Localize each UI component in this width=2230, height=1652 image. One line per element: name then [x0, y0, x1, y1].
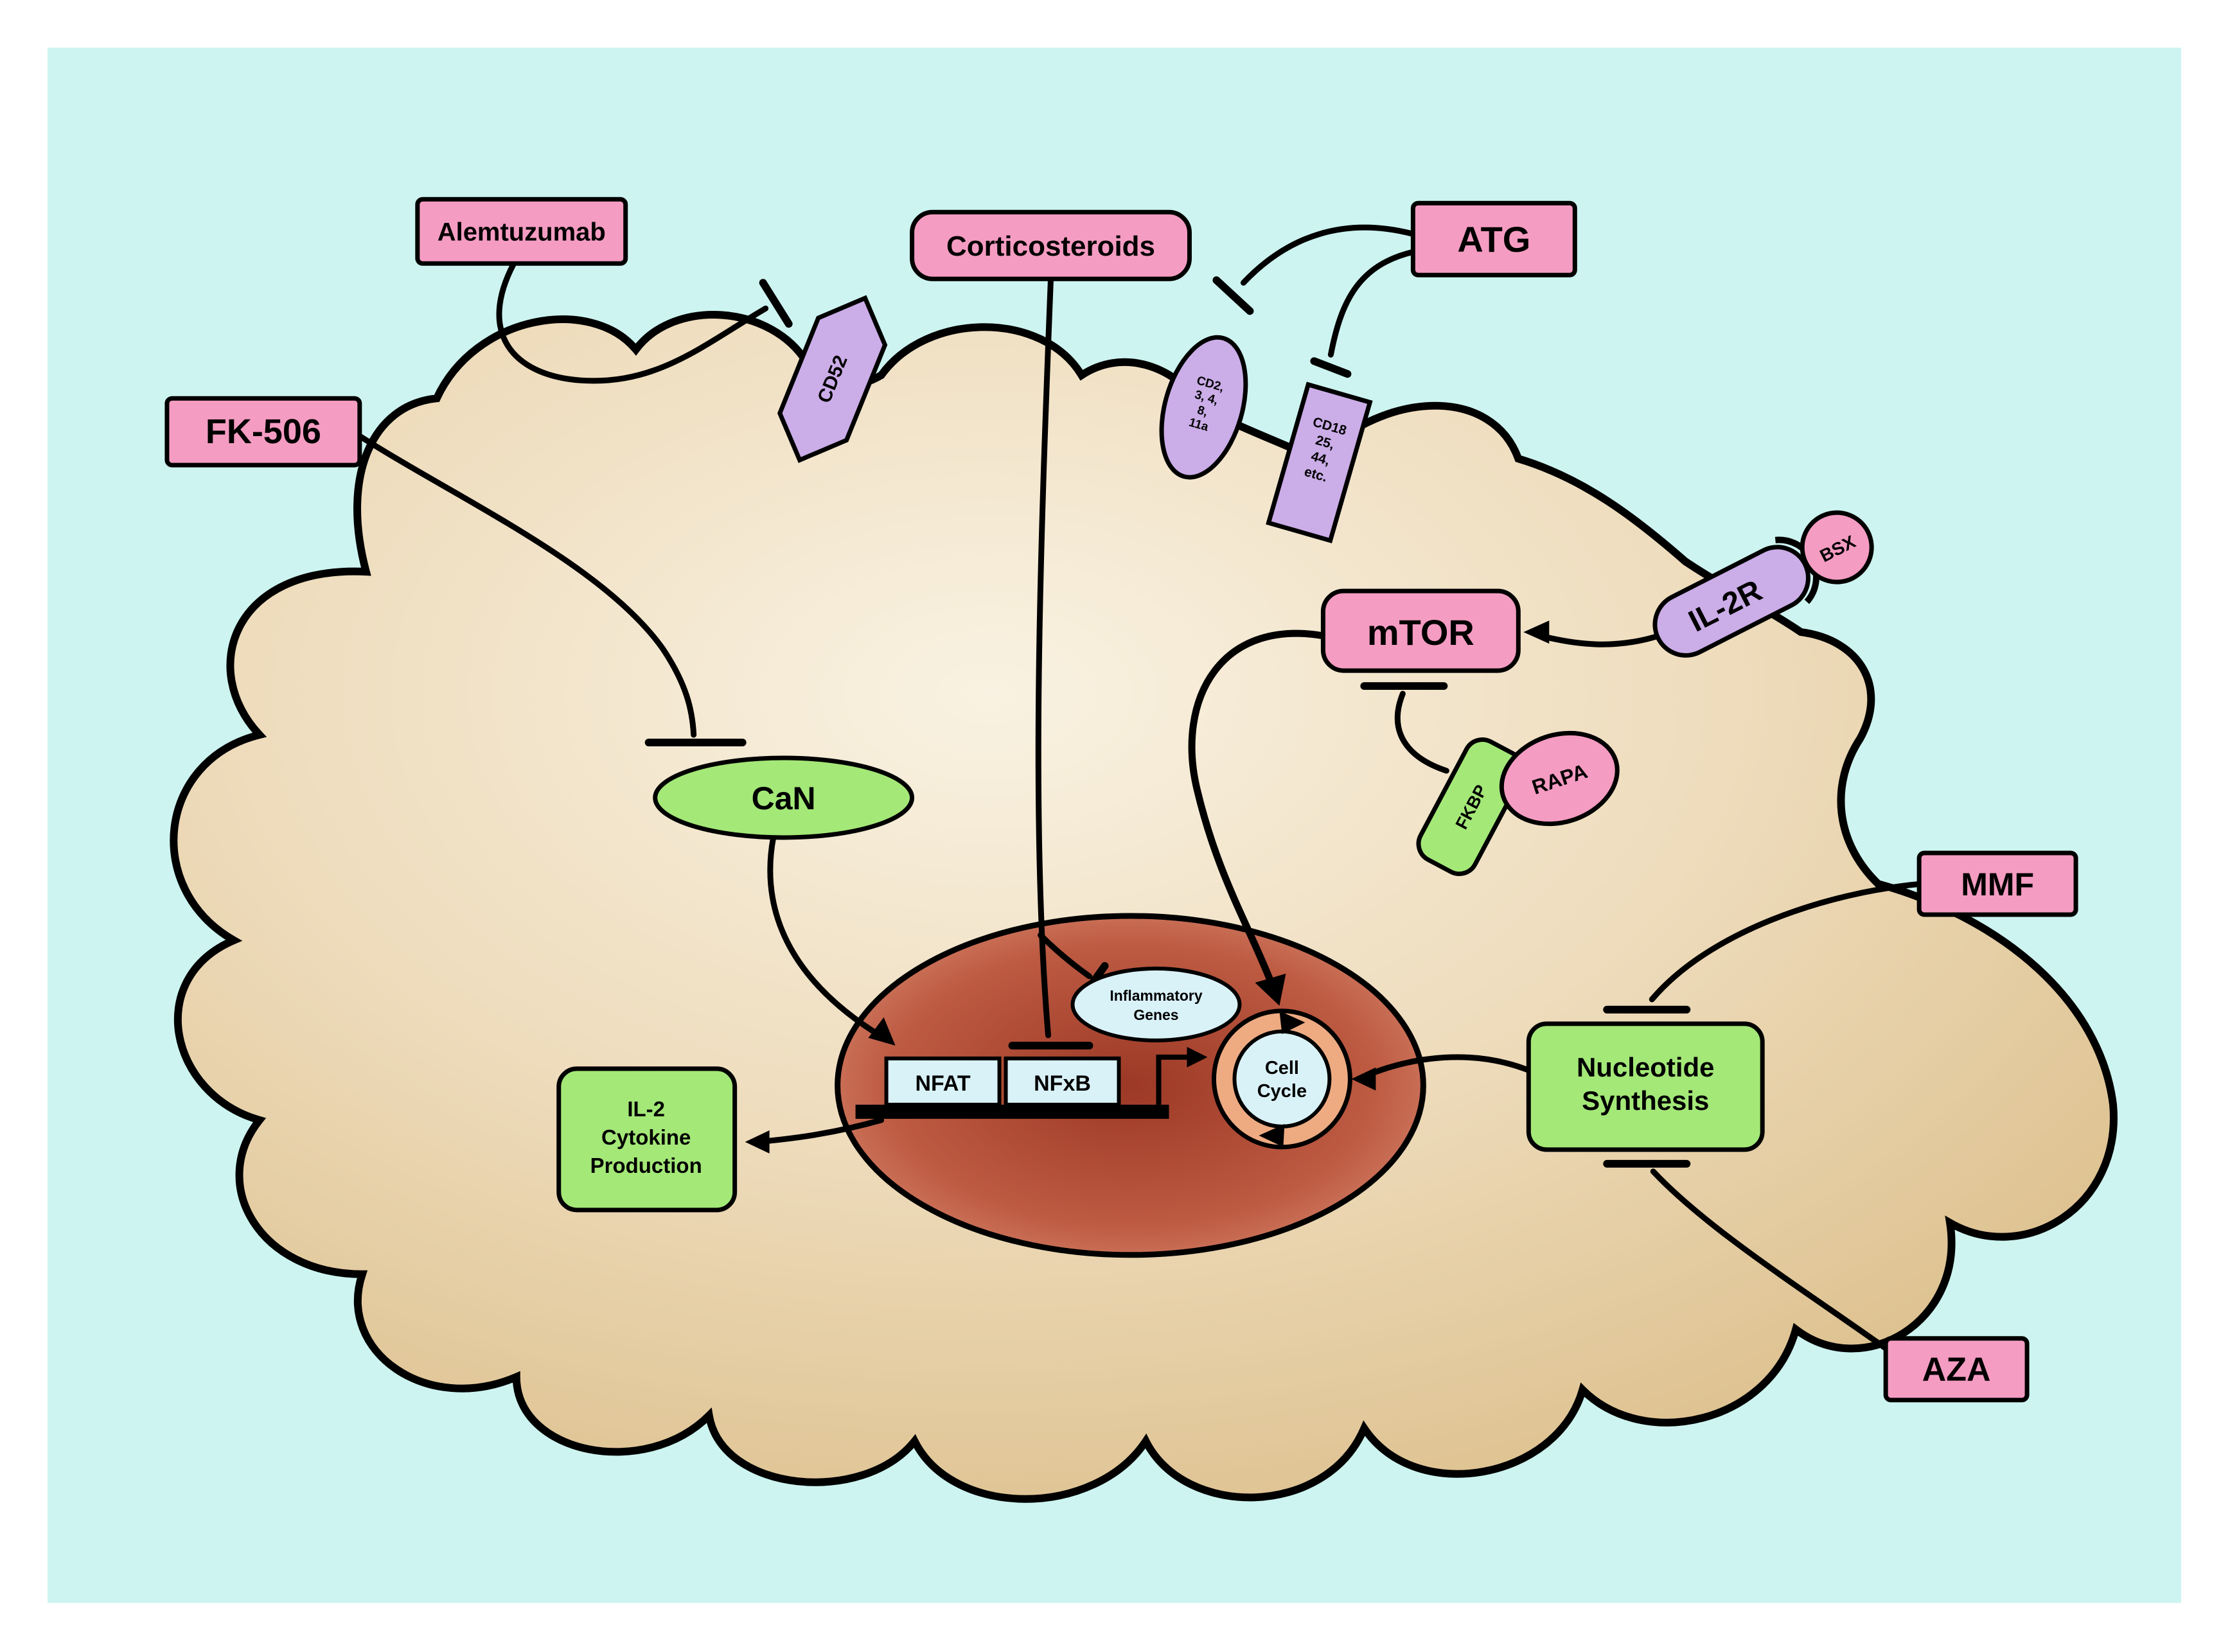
dna-bar — [855, 1104, 1169, 1119]
transcription-arrow-line — [1156, 1054, 1190, 1105]
fk506-shape — [164, 396, 362, 468]
atg-cd18-line — [1327, 249, 1416, 358]
inflammatory-genes-shape — [1070, 966, 1242, 1042]
mmf-line — [1649, 881, 1925, 1003]
corticosteroids-label: Corticosteroids — [946, 231, 1155, 262]
alemtuzumab-inhibition-bar — [759, 279, 793, 328]
cd2-shape — [1159, 335, 1248, 480]
fkbp-shape — [1416, 737, 1526, 876]
can-shape — [653, 755, 915, 840]
mtor-node: mTOR — [1320, 588, 1521, 673]
nfxb-label: NFxB — [1034, 1071, 1091, 1096]
cell-cycle-core — [1232, 1029, 1332, 1129]
aza-box: AZA — [1883, 1336, 2030, 1403]
cd2-receptor: CD2, 3, 4, 8, 11a — [1159, 335, 1248, 480]
bsx-node: BSX — [1800, 510, 1874, 584]
dna-il2-line — [755, 1117, 885, 1145]
alemtuzumab-shape — [415, 197, 628, 266]
nucleotide-synthesis-label-1: Nucleotide — [1577, 1052, 1715, 1082]
atg-box: ATG — [1410, 200, 1577, 277]
cell-cycle-arrow-bottom — [1259, 1123, 1285, 1147]
atg-cd2-inhibition-bar — [1212, 276, 1254, 315]
rapa-mtor-line — [1394, 690, 1449, 774]
fk506-label: FK-506 — [206, 412, 321, 451]
aza-shape — [1883, 1336, 2030, 1403]
mtor-cellcycle-line — [1188, 629, 1334, 988]
cd2-label-3: 8, — [1196, 403, 1209, 419]
nfat-node: NFAT — [884, 1056, 1002, 1107]
mmf-label: MMF — [1961, 866, 2034, 902]
aza-label: AZA — [1922, 1351, 1991, 1389]
corticosteroids-genes-branch-line — [1038, 932, 1093, 980]
cd18-shape — [1266, 382, 1373, 543]
cell-cycle-node: Cell Cycle — [1211, 1008, 1352, 1150]
nfat-shape — [884, 1056, 1002, 1107]
atg-shape — [1410, 200, 1577, 277]
nfat-label: NFAT — [915, 1071, 970, 1096]
inflammatory-genes-label-1: Inflammatory — [1110, 987, 1203, 1004]
atg-label: ATG — [1457, 219, 1530, 259]
atg-cd18-inhibition-bar — [1310, 357, 1352, 378]
aza-line — [1650, 1168, 1897, 1357]
mtor-cellcycle-arrowhead — [1255, 973, 1286, 1006]
nucleotide-synthesis-label-2: Synthesis — [1582, 1085, 1709, 1116]
can-nfat-arrowhead — [868, 1017, 896, 1046]
nucleotide-synthesis-node: Nucleotide Synthesis — [1526, 1021, 1765, 1152]
inflammatory-genes-label-2: Genes — [1133, 1006, 1178, 1023]
atg-cd2-line — [1240, 224, 1416, 286]
il2-production-label-1: IL-2 — [627, 1097, 665, 1121]
rapa-shape — [1499, 730, 1620, 827]
il2r-mtor-line — [1533, 631, 1665, 647]
alemtuzumab-cd52-line — [496, 260, 769, 384]
il2-production-shape — [556, 1066, 738, 1213]
bsx-shape — [1800, 510, 1874, 584]
transcription-arrowhead — [1187, 1046, 1208, 1068]
il2-production-label-3: Production — [590, 1154, 702, 1177]
cd52-shape — [777, 295, 888, 463]
alemtuzumab-box: Alemtuzumab — [415, 197, 628, 266]
cell-cycle-label-2: Cycle — [1257, 1081, 1307, 1102]
inflammatory-genes-node: Inflammatory Genes — [1070, 966, 1242, 1042]
cd52-receptor: CD52 — [777, 295, 888, 463]
dna-il2-arrowhead — [745, 1130, 770, 1154]
il2-production-node: IL-2 Cytokine Production — [556, 1066, 738, 1213]
nucsynth-cellcycle-line — [1361, 1054, 1534, 1080]
can-node: CaN — [653, 755, 915, 840]
mtor-label: mTOR — [1367, 612, 1474, 653]
cd18-receptor: CD18 25, 44, etc. — [1266, 382, 1373, 543]
mtor-shape — [1320, 588, 1521, 673]
can-label: CaN — [752, 780, 816, 816]
il2r-mtor-arrowhead — [1523, 620, 1550, 644]
nucsynth-cellcycle-arrowhead — [1351, 1067, 1376, 1091]
corticosteroids-box: Corticosteroids — [910, 209, 1192, 281]
cell-cycle-label-1: Cell — [1265, 1058, 1299, 1078]
fk506-box: FK-506 — [164, 396, 362, 468]
il2-production-label-2: Cytokine — [601, 1125, 691, 1149]
nfxb-shape — [1004, 1056, 1121, 1107]
fk506-can-line — [358, 434, 697, 738]
fkbp-node: FKBP — [1416, 737, 1526, 876]
alemtuzumab-label: Alemtuzumab — [438, 218, 606, 246]
cell-cycle-arrow-top — [1279, 1010, 1305, 1034]
corticosteroids-shape — [910, 209, 1192, 281]
mmf-box: MMF — [1916, 850, 2078, 917]
can-nfat-line — [767, 834, 887, 1041]
nfxb-node: NFxB — [1004, 1056, 1121, 1107]
nucleotide-synthesis-shape — [1526, 1021, 1765, 1152]
rapa-node: RAPA — [1499, 730, 1620, 827]
mmf-shape — [1916, 850, 2078, 917]
